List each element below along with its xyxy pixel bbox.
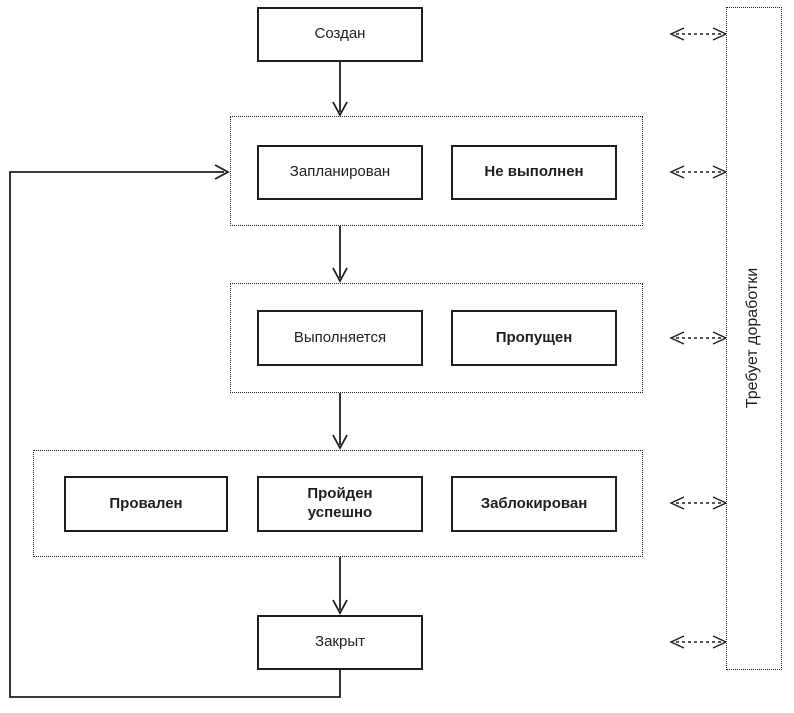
arrow-planned-to-executing — [332, 226, 348, 283]
node-not-executed-label: Не выполнен — [484, 163, 584, 181]
arrow-executing-to-result — [332, 393, 348, 450]
rework-arrow-planned — [669, 165, 728, 179]
arrow-created-to-planned — [332, 62, 348, 117]
rework-arrow-closed — [669, 635, 728, 649]
arrow-result-to-closed — [332, 557, 348, 615]
node-blocked: Заблокирован — [451, 476, 617, 532]
node-blocked-label: Заблокирован — [480, 494, 588, 512]
node-not-executed: Не выполнен — [451, 145, 617, 200]
node-created-label: Создан — [314, 25, 366, 43]
node-skipped-label: Пропущен — [495, 328, 573, 346]
rework-arrow-created — [669, 27, 728, 41]
group-result-states — [33, 450, 643, 557]
group-executing-states — [230, 283, 643, 393]
rework-box — [726, 7, 782, 670]
node-passed: Пройден успешно — [257, 476, 423, 532]
rework-label: Требует доработки — [744, 267, 761, 409]
node-planned-label: Запланирован — [289, 163, 391, 181]
node-executing: Выполняется — [257, 310, 423, 366]
rework-arrow-executing — [669, 331, 728, 345]
group-planned-states — [230, 116, 643, 226]
node-executing-label: Выполняется — [293, 328, 387, 346]
node-passed-label: Пройден успешно — [307, 485, 373, 521]
node-skipped: Пропущен — [451, 310, 617, 366]
node-failed: Провален — [64, 476, 228, 532]
node-closed: Закрыт — [257, 615, 423, 670]
arrow-closed-feedback-loop — [9, 164, 341, 698]
node-failed-label: Провален — [109, 494, 183, 512]
node-created: Создан — [257, 7, 423, 62]
rework-arrow-result — [669, 496, 728, 510]
node-closed-label: Закрыт — [315, 633, 365, 651]
node-planned: Запланирован — [257, 145, 423, 200]
